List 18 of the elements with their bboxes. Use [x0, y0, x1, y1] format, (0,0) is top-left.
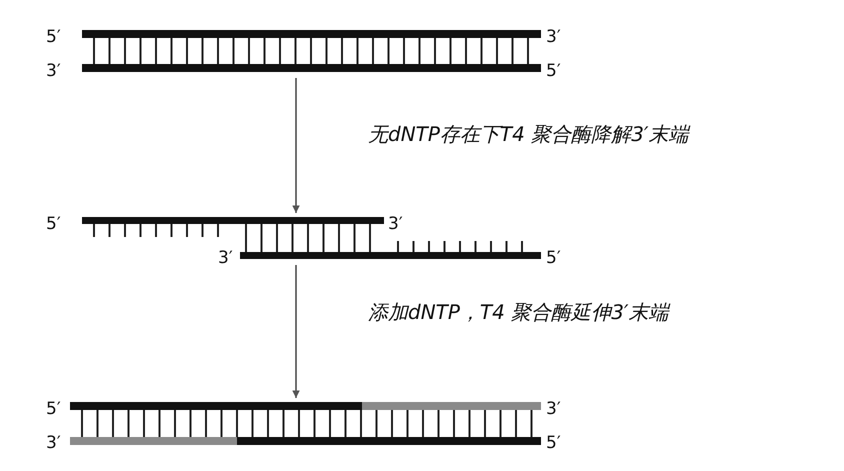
strand-end-label: 3′ — [546, 400, 561, 418]
strand-end-label: 3′ — [546, 28, 561, 46]
dna-duplex-drawing — [68, 400, 544, 447]
edge-label: 添加dNTP，T4 聚合酶延伸3′末端 — [368, 299, 672, 326]
strand-end-label: 5′ — [546, 249, 561, 267]
strand-end-label: 5′ — [46, 28, 61, 46]
arrow — [292, 265, 300, 398]
strand-end-label: 5′ — [46, 400, 61, 418]
strand-end-label: 3′ — [46, 62, 61, 80]
strand-end-label: 3′ — [46, 434, 61, 452]
strand-end-label: 5′ — [546, 62, 561, 80]
strand-end-label: 3′ — [388, 215, 403, 233]
strand-end-label: 3′ — [218, 249, 233, 267]
dna-duplex-drawing — [80, 28, 544, 74]
strand-end-label: 5′ — [546, 434, 561, 452]
arrow — [292, 78, 300, 213]
edge-label: 无dNTP存在下T4 聚合酶降解3′末端 — [368, 121, 692, 148]
strand-end-label: 5′ — [46, 215, 61, 233]
